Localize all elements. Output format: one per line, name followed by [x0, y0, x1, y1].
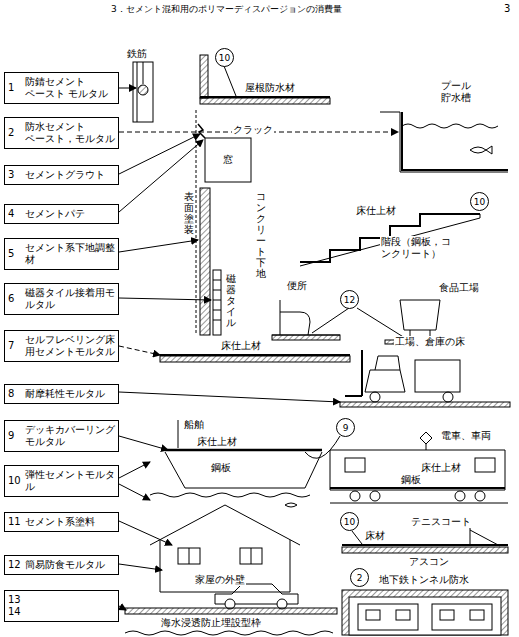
part-label: 階段（鋼板，コンクリート） — [380, 236, 460, 260]
callout-number: 9 — [343, 423, 349, 433]
callout-circle: 10 — [215, 48, 234, 67]
use-box: 9デッキカバーリング モルタル — [4, 420, 119, 452]
item-name: セルフレベリング床用セメントモルタル — [25, 334, 115, 358]
page-header: 3．セメント混和用のポリマーディスパージョンの消費量 — [110, 3, 343, 15]
callout-circle: 2 — [350, 568, 369, 587]
item-number: 11 — [8, 516, 25, 528]
item-name: 耐摩耗性モルタル — [25, 388, 115, 400]
part-label: 床仕上材 — [355, 205, 397, 217]
use-box: 4セメントパテ — [4, 204, 119, 224]
item-name: セメントパテ — [25, 208, 115, 220]
callout-circle: 10 — [340, 512, 359, 531]
item-number: 9 — [8, 430, 25, 442]
part-label: 地下鉄トンネル防水 — [378, 574, 470, 586]
callout-circle: 10 — [470, 192, 489, 211]
item-number: 8 — [8, 388, 25, 400]
item-name: 防錆セメント ペースト モルタル — [25, 76, 115, 100]
item-number: 10 — [8, 475, 25, 487]
item-name: 簡易防食モルタル — [25, 559, 115, 571]
part-label: 工場、倉庫の床 — [394, 336, 466, 348]
use-box: 1314 — [4, 590, 119, 622]
part-label: クラック — [232, 124, 274, 136]
use-box: 3セメントグラウト — [4, 165, 119, 185]
item-number: 13 — [8, 594, 25, 606]
use-box: 1防錆セメント ペースト モルタル — [4, 72, 119, 104]
part-label: 床材 — [364, 530, 386, 542]
callout-number: 2 — [357, 573, 363, 583]
part-label: 鉄筋 — [126, 48, 148, 60]
item-name: 磁器タイル接着用モルタル — [25, 287, 115, 311]
part-label: テニスコート — [410, 516, 472, 528]
use-box: 10弾性セメントモルタル — [4, 465, 119, 497]
callout-number: 12 — [344, 295, 355, 305]
use-box: 2防水セメント ペースト，モルタル — [4, 117, 119, 149]
item-number: 3 — [8, 169, 25, 181]
part-label: 床仕上材 — [420, 462, 462, 474]
part-label: 鋼板 — [210, 462, 232, 474]
part-label: アスコン — [408, 556, 450, 568]
part-label: 屋根防水材 — [244, 82, 296, 94]
item-number: 12 — [8, 559, 25, 571]
callout-number: 10 — [219, 53, 230, 63]
item-name: セメントグラウト — [25, 169, 115, 181]
part-label: 窓 — [222, 154, 234, 166]
part-label: 表面塗装 — [184, 190, 194, 236]
item-name: セメント系下地調整材 — [25, 242, 115, 266]
item-name: セメント系塗料 — [25, 516, 115, 528]
part-label: 磁器タイル — [226, 272, 236, 329]
use-box: 6磁器タイル接着用モルタル — [4, 283, 119, 315]
part-label: 床仕上材 — [220, 340, 262, 352]
callout-circle: 9 — [336, 418, 355, 437]
item-number: 1 — [8, 82, 25, 94]
callout-number: 10 — [474, 197, 485, 207]
part-label: 鋼板 — [400, 474, 422, 486]
item-number: 6 — [8, 293, 25, 305]
part-label: 床仕上材 — [196, 436, 238, 448]
item-number: 14 — [8, 606, 25, 618]
item-name: デッキカバーリング モルタル — [25, 424, 115, 448]
use-box: 12簡易防食モルタル — [4, 555, 119, 575]
part-label: 家屋の外壁 — [194, 574, 246, 586]
part-label: 便所 — [286, 280, 308, 292]
use-box: 11セメント系塗料 — [4, 512, 119, 532]
use-box: 8耐摩耗性モルタル — [4, 384, 119, 404]
item-number: 4 — [8, 208, 25, 220]
item-number: 2 — [8, 127, 25, 139]
page-header: 3 — [503, 3, 511, 15]
callout-circle: 12 — [340, 290, 359, 309]
part-label: 海水浸透防止埋設型枠 — [160, 617, 262, 629]
item-number: 5 — [8, 248, 25, 260]
part-label: 食品工場 — [438, 282, 480, 294]
callout-number: 10 — [344, 517, 355, 527]
item-name: 防水セメント ペースト，モルタル — [25, 121, 115, 145]
use-box: 7セルフレベリング床用セメントモルタル — [4, 330, 119, 362]
part-label: 船舶 — [183, 419, 205, 431]
part-label: 電車、車両 — [440, 430, 492, 442]
item-name: 弾性セメントモルタル — [25, 469, 115, 493]
part-label: コンクリート下地 — [256, 190, 266, 280]
item-number: 7 — [8, 340, 25, 352]
use-box: 5セメント系下地調整材 — [4, 238, 119, 270]
part-label: プール 貯水槽 — [440, 80, 478, 104]
